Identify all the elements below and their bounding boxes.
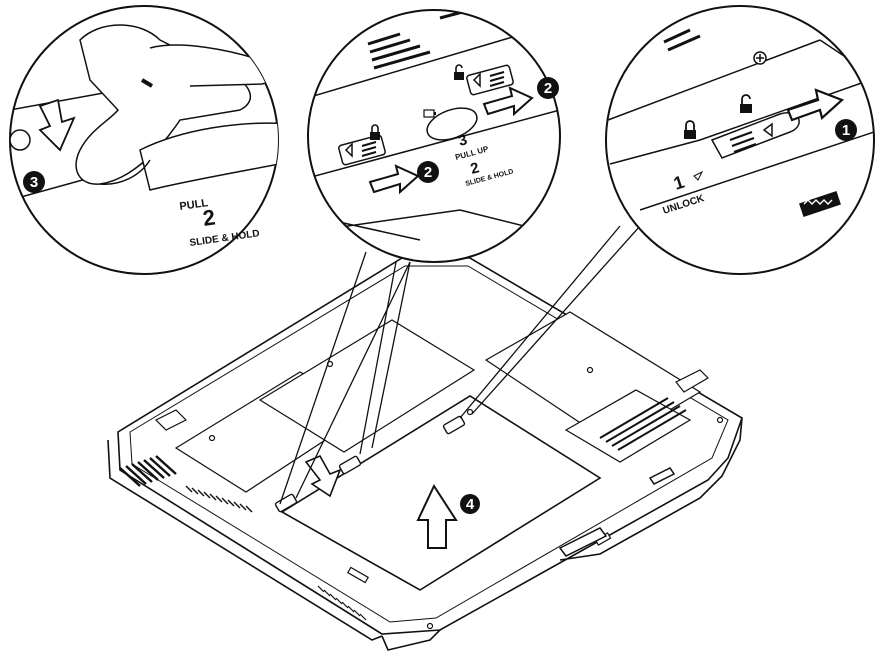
step-badge-4: 4 [460,494,480,514]
unlock-icon [740,94,752,113]
laptop-underside [107,257,743,651]
laptop-inner-rim [129,265,729,623]
step-badge-2-top: 2 [537,77,559,99]
unlock-arrow-icon [786,88,845,122]
slide-arrow-top-icon [482,86,534,117]
callout-slide-hold: 3 PULL UP 2 SLIDE & HOLD 2 2 [307,9,561,263]
pull-label-partial: PULL [179,197,209,213]
lift-arrow-icon [416,483,458,549]
unlock-direction-icon [693,170,704,181]
right-vent-stripes [599,397,687,451]
step-number-1: 1 [842,122,850,139]
base-latch-left [274,415,466,513]
battery-bay [280,395,602,591]
battery-icon [423,109,436,118]
laptop-right-edge [559,417,743,561]
step-badge-2-bottom: 2 [417,161,439,183]
step-number-3: 3 [30,174,38,191]
step-number-2-bottom: 2 [424,164,432,181]
front-grille [317,585,367,621]
callout-unlock: 1 UNLOCK 1 [605,5,875,275]
pull-down-arrow-icon [38,98,76,152]
lock-icon [684,120,696,139]
step-number-2-top: 2 [544,80,552,97]
callout-leaders [279,225,641,505]
base-finger-arrow [304,454,342,498]
lock-icon [370,124,380,140]
laptop-front-edge [107,439,441,651]
left-vents [119,455,177,487]
slide-arrow-bottom-icon [368,164,420,195]
step-number-4: 4 [466,496,475,513]
rear-grille [185,485,253,513]
base-details [154,360,724,630]
step-badge-3: 3 [23,171,45,193]
slide-number-left: 2 [201,204,217,230]
step-badge-1: 1 [835,119,857,141]
center-panel [258,319,476,453]
unlock-icon [454,64,464,80]
laptop-hinge [558,467,676,557]
right-panel-vents [564,389,692,463]
callout-pull-up: PULL 2 SLIDE & HOLD 3 [9,5,279,275]
